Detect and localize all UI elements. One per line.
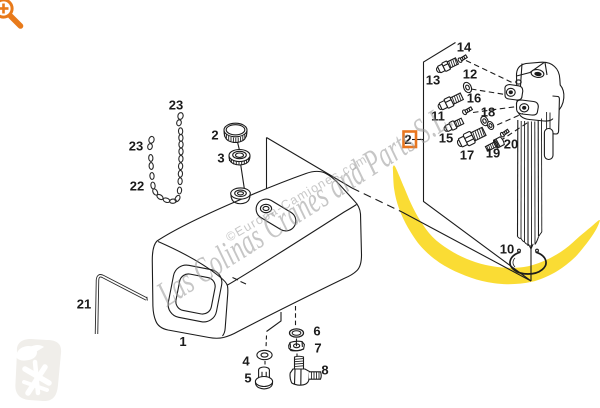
part-label-20: 20	[504, 137, 518, 152]
part-label-16: 16	[467, 91, 481, 106]
part-label-18: 18	[481, 105, 495, 120]
part-label-11: 11	[431, 109, 445, 124]
orange-highlight-box	[402, 130, 418, 149]
part-label-1: 1	[179, 334, 186, 349]
highlighted-part-marker: 2	[402, 130, 424, 149]
part-label-8: 8	[321, 363, 328, 378]
europa-camiones-logo-icon	[15, 339, 62, 402]
part-label-23-left: 23	[129, 139, 143, 154]
yellow-swoosh-highlight	[392, 165, 600, 285]
chain-s-hook-left	[147, 135, 155, 151]
part-label-5: 5	[244, 371, 251, 386]
detail-view-cone-lines	[265, 42, 532, 282]
part-label-12: 12	[463, 67, 477, 82]
snap-ring-drawing	[509, 248, 547, 275]
part-label-14: 14	[457, 40, 472, 55]
part-label-6: 6	[313, 324, 320, 339]
sender-tubes-drawing	[516, 112, 554, 251]
part-label-19: 19	[486, 146, 500, 161]
allen-key-drawing	[94, 274, 148, 335]
sender-fittings-drawing	[435, 54, 531, 152]
part-label-22: 22	[130, 179, 144, 194]
part-label-13: 13	[426, 73, 440, 88]
drain-plug-parts-drawing	[254, 312, 282, 390]
chain-s-hook-top	[176, 112, 184, 127]
retaining-chain-drawing	[147, 112, 184, 204]
part-label-highlight-2: 2	[404, 132, 411, 147]
zoom-icon[interactable]	[0, 0, 24, 29]
part-label-10: 10	[500, 242, 514, 257]
part-label-17: 17	[460, 148, 474, 163]
part-label-2: 2	[211, 128, 218, 143]
part-label-21: 21	[77, 297, 91, 312]
sender-head-drawing	[504, 61, 565, 135]
part-label-4: 4	[242, 354, 250, 369]
part-label-15: 15	[439, 131, 453, 146]
fuel-tank-drawing	[151, 170, 363, 339]
part-label-3: 3	[217, 151, 224, 166]
part-label-7: 7	[314, 341, 321, 356]
filler-cap-drawing	[223, 122, 251, 189]
part-label-23-top: 23	[169, 98, 183, 113]
return-fitting-parts-drawing	[288, 306, 322, 386]
